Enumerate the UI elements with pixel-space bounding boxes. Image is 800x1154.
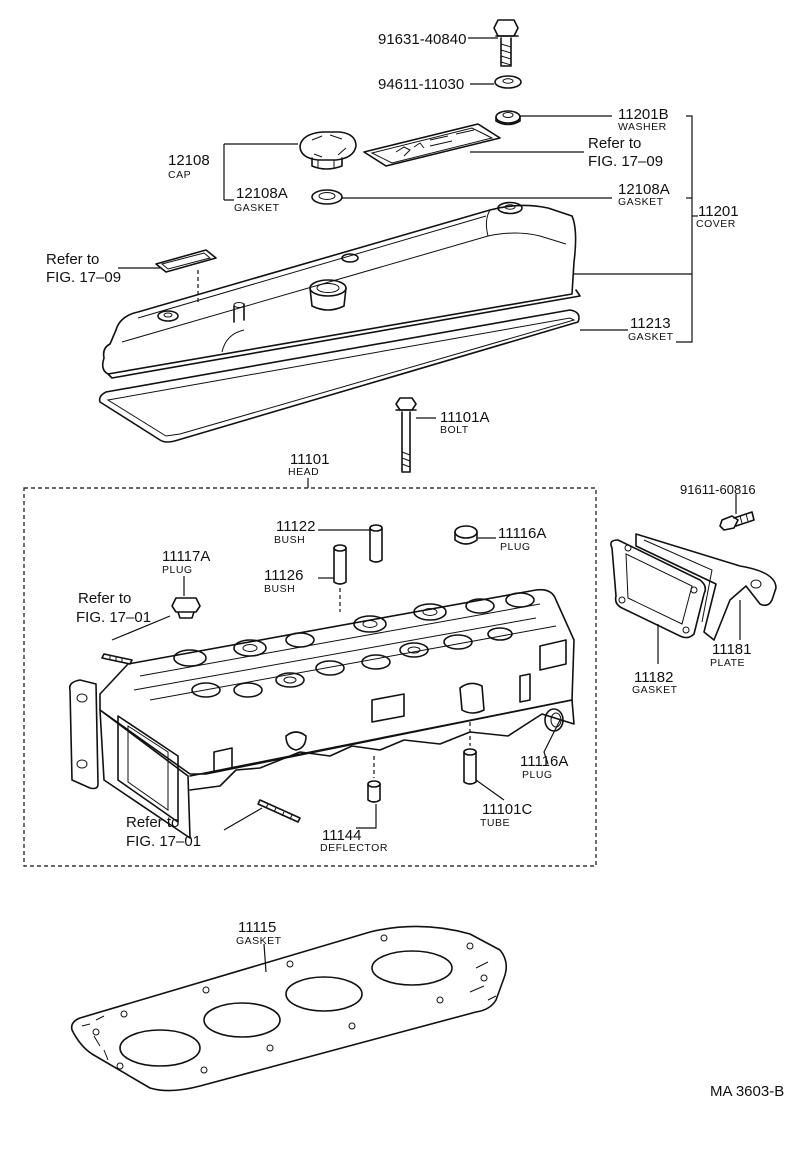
plug-11116a-top-drawing <box>454 525 478 545</box>
washer-11201b-drawing <box>495 110 521 126</box>
plug-11117a-drawing <box>171 597 201 619</box>
fig-17-09-top: FIG. 17–09 <box>588 153 663 170</box>
diagram-code: MA 3603-B <box>710 1083 784 1100</box>
part-no-11101a: 11101A <box>440 409 490 426</box>
refer-to-label-upper: Refer to <box>78 590 131 607</box>
cover-plate-gasket-drawing <box>155 249 217 302</box>
part-no-11116a-top: 11116A <box>498 525 546 542</box>
part-name-gasket-11213: GASKET <box>628 331 674 343</box>
part-name-gasket-12108a-left: GASKET <box>234 202 280 214</box>
refer-to-label-lower: Refer to <box>126 814 179 831</box>
part-name-gasket-11182: GASKET <box>632 684 678 696</box>
tube-11101c-drawing <box>463 722 477 785</box>
refer-to-label-left: Refer to <box>46 251 99 268</box>
part-name-plug-11116a-top: PLUG <box>500 541 531 553</box>
bolt-91611-drawing <box>719 511 755 531</box>
part-name-cap: CAP <box>168 169 191 181</box>
part-name-plug-11117a: PLUG <box>162 564 193 576</box>
part-no-11116a-bottom: 11116A <box>520 753 568 770</box>
cylinder-head-drawing <box>68 588 575 839</box>
head-gasket-11115-drawing <box>70 925 508 1092</box>
valve-cover-drawing <box>101 201 581 379</box>
part-name-bolt: BOLT <box>440 424 469 436</box>
plate-11181-drawing <box>635 533 777 641</box>
part-no-91611-60816: 91611-60816 <box>680 482 756 497</box>
bush-11122-drawing <box>369 524 383 563</box>
head-bolt-11101a-drawing <box>395 397 417 473</box>
bush-11126-drawing <box>333 544 347 612</box>
part-name-washer: WASHER <box>618 121 667 133</box>
part-no-11213: 11213 <box>630 315 671 332</box>
head-assembly-boundary <box>23 487 597 867</box>
part-no-11201: 11201 <box>698 203 739 220</box>
stud-lower-drawing <box>257 799 301 823</box>
part-no-11182: 11182 <box>634 669 674 686</box>
cap-gasket-12108a-drawing <box>311 189 343 205</box>
part-no-11144: 11144 <box>322 827 362 844</box>
part-name-plug-11116a-bottom: PLUG <box>522 769 553 781</box>
part-no-12108a-left: 12108A <box>236 185 288 202</box>
name-plate-drawing <box>363 123 501 167</box>
callout-labels: 91631-40840 94611-11030 11201B WASHER Re… <box>46 31 784 1100</box>
part-no-11101: 11101 <box>290 451 330 468</box>
cap-12108-drawing <box>299 131 357 170</box>
fig-17-01-lower: FIG. 17–01 <box>126 833 201 850</box>
refer-to-label-top: Refer to <box>588 135 641 152</box>
part-no-12108: 12108 <box>168 152 210 169</box>
part-name-head: HEAD <box>288 466 319 478</box>
part-no-11201b: 11201B <box>618 106 669 123</box>
part-name-bush-11126: BUSH <box>264 583 295 595</box>
part-name-plate: PLATE <box>710 657 745 669</box>
gasket-11182-drawing <box>610 539 707 639</box>
part-no-11126: 11126 <box>264 567 304 584</box>
part-name-tube: TUBE <box>480 817 510 829</box>
part-name-gasket-12108a-right: GASKET <box>618 196 664 208</box>
part-no-12108a-right: 12108A <box>618 181 670 198</box>
part-name-cover: COVER <box>696 218 736 230</box>
part-no-11181: 11181 <box>712 641 752 658</box>
part-no-94611-11030: 94611-11030 <box>378 76 464 93</box>
part-no-11117a: 11117A <box>162 548 210 565</box>
fig-17-01-upper: FIG. 17–01 <box>76 609 151 626</box>
bolt-91631-drawing <box>493 19 519 67</box>
part-no-11122: 11122 <box>276 518 316 535</box>
part-name-deflector: DEFLECTOR <box>320 842 388 854</box>
part-no-11101c: 11101C <box>482 801 532 818</box>
leader-lines <box>111 37 741 973</box>
part-no-91631-40840: 91631-40840 <box>378 31 466 48</box>
fig-17-09-left: FIG. 17–09 <box>46 269 121 286</box>
stud-upper-drawing <box>101 653 133 665</box>
part-no-11115: 11115 <box>238 919 276 936</box>
part-name-gasket-11115: GASKET <box>236 935 282 947</box>
deflector-11144-drawing <box>367 756 381 803</box>
washer-94611-drawing <box>494 75 522 89</box>
part-name-bush-11122: BUSH <box>274 534 305 546</box>
cover-gasket-11213-drawing <box>98 309 580 443</box>
